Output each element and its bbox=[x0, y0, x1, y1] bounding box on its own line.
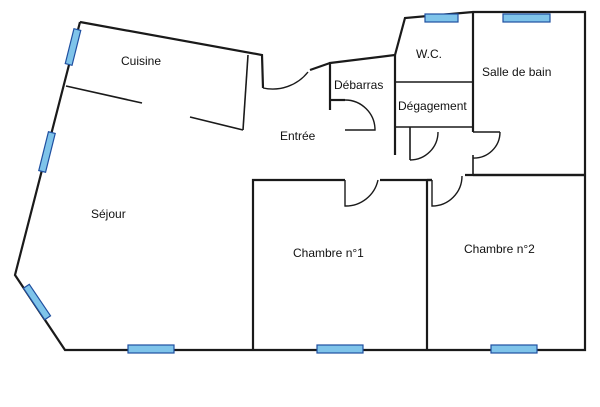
window-wc bbox=[424, 13, 459, 23]
label-cuisine: Cuisine bbox=[121, 54, 161, 68]
window-sejour-bottom bbox=[127, 344, 175, 354]
label-wc: W.C. bbox=[416, 47, 442, 61]
label-degagement: Dégagement bbox=[398, 99, 467, 113]
window-sejour-left bbox=[38, 131, 56, 173]
label-chambre-2: Chambre n°2 bbox=[464, 242, 535, 256]
interior-walls bbox=[65, 54, 585, 350]
label-entree: Entrée bbox=[280, 129, 316, 143]
windows bbox=[22, 13, 551, 354]
window-salle-de-bain bbox=[502, 13, 551, 23]
window-cuisine-left bbox=[64, 27, 82, 67]
window-chambre-1 bbox=[316, 344, 364, 354]
label-sejour: Séjour bbox=[91, 207, 126, 221]
doors bbox=[262, 71, 501, 207]
label-debarras: Débarras bbox=[334, 78, 383, 92]
label-chambre-1: Chambre n°1 bbox=[293, 246, 364, 260]
window-sejour-corner bbox=[22, 283, 52, 321]
window-chambre-2 bbox=[490, 344, 538, 354]
room-labels: Cuisine Débarras W.C. Salle de bain Déga… bbox=[91, 47, 551, 260]
label-salle-de-bain: Salle de bain bbox=[482, 65, 551, 79]
